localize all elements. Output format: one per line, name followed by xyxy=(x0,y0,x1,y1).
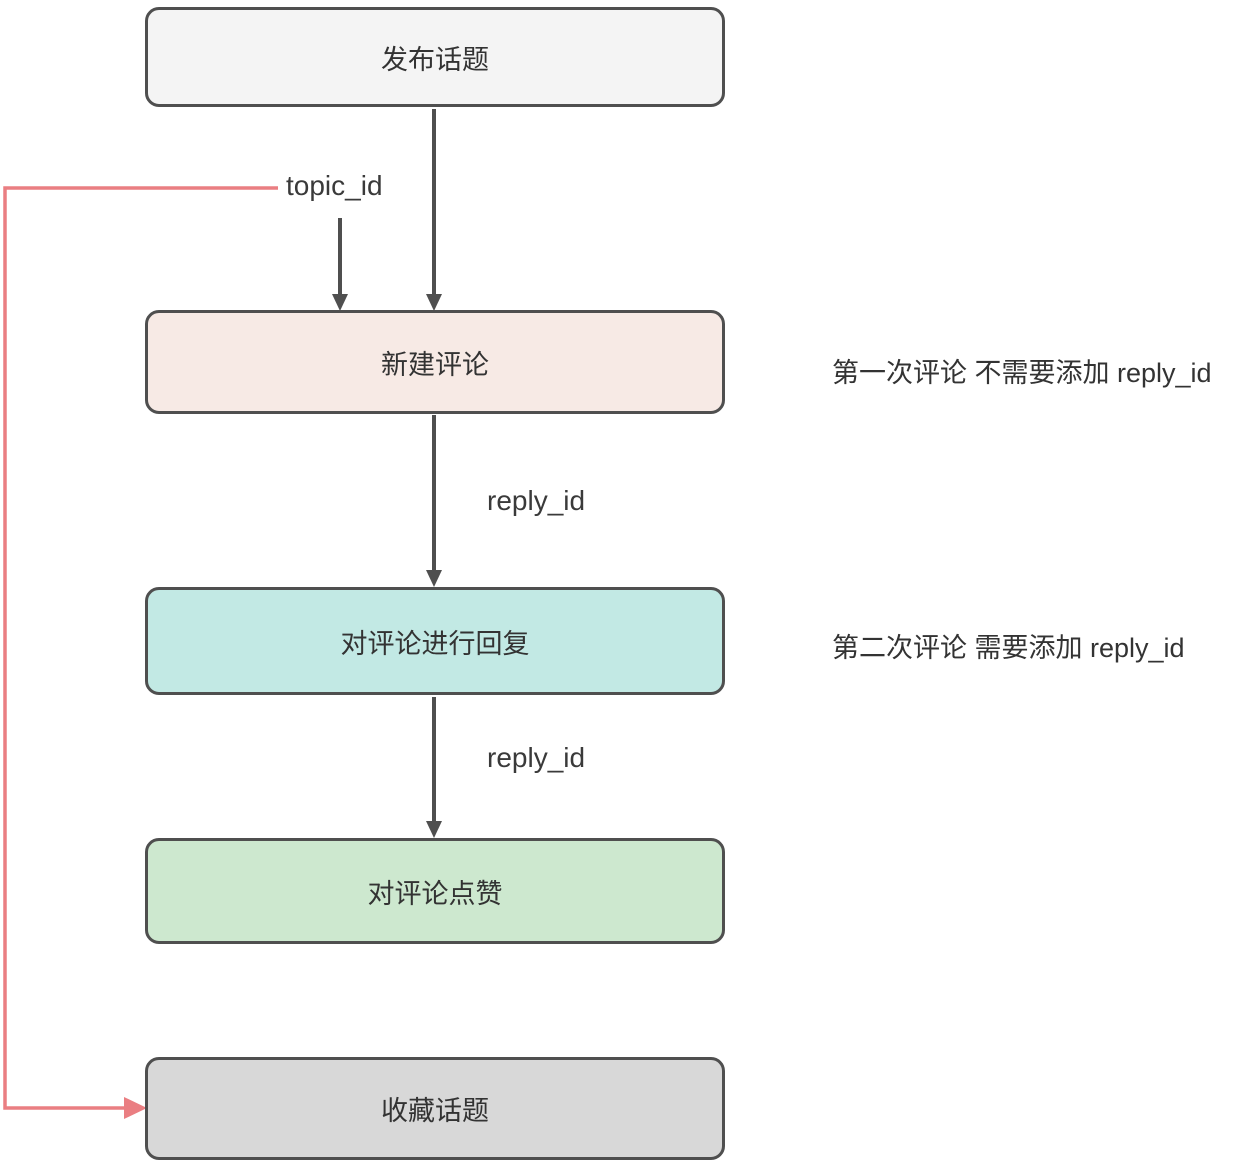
node-publish-topic-label: 发布话题 xyxy=(381,44,489,75)
annotation-first-comment: 第一次评论 不需要添加 reply_id xyxy=(832,358,1212,388)
node-like-comment: 对评论点赞 xyxy=(145,838,725,944)
node-new-comment-label: 新建评论 xyxy=(381,349,489,380)
node-reply-to-comment-label: 对评论进行回复 xyxy=(340,628,530,659)
node-publish-topic: 发布话题 xyxy=(145,7,725,107)
arrowhead-topic-id-to-new-comment xyxy=(332,294,348,311)
red-line-topic-id-to-favorite xyxy=(3,186,278,1110)
edge-label-reply-id-1: reply_id xyxy=(487,485,586,516)
arrowhead-new-comment-to-reply xyxy=(426,570,442,587)
edge-label-topic-id: topic_id xyxy=(286,170,383,201)
annotation-second-comment: 第二次评论 需要添加 reply_id xyxy=(832,633,1185,663)
red-arrowhead-topic-id-to-favorite xyxy=(124,1097,147,1119)
node-favorite-topic-label: 收藏话题 xyxy=(381,1096,489,1126)
node-favorite-topic: 收藏话题 xyxy=(145,1057,725,1160)
arrowhead-reply-to-like xyxy=(426,821,442,838)
node-reply-to-comment: 对评论进行回复 xyxy=(145,587,725,695)
arrowhead-publish-to-new-comment xyxy=(426,294,442,311)
edge-label-reply-id-2: reply_id xyxy=(487,742,586,773)
node-new-comment: 新建评论 xyxy=(145,310,725,414)
node-like-comment-label: 对评论点赞 xyxy=(367,878,503,909)
